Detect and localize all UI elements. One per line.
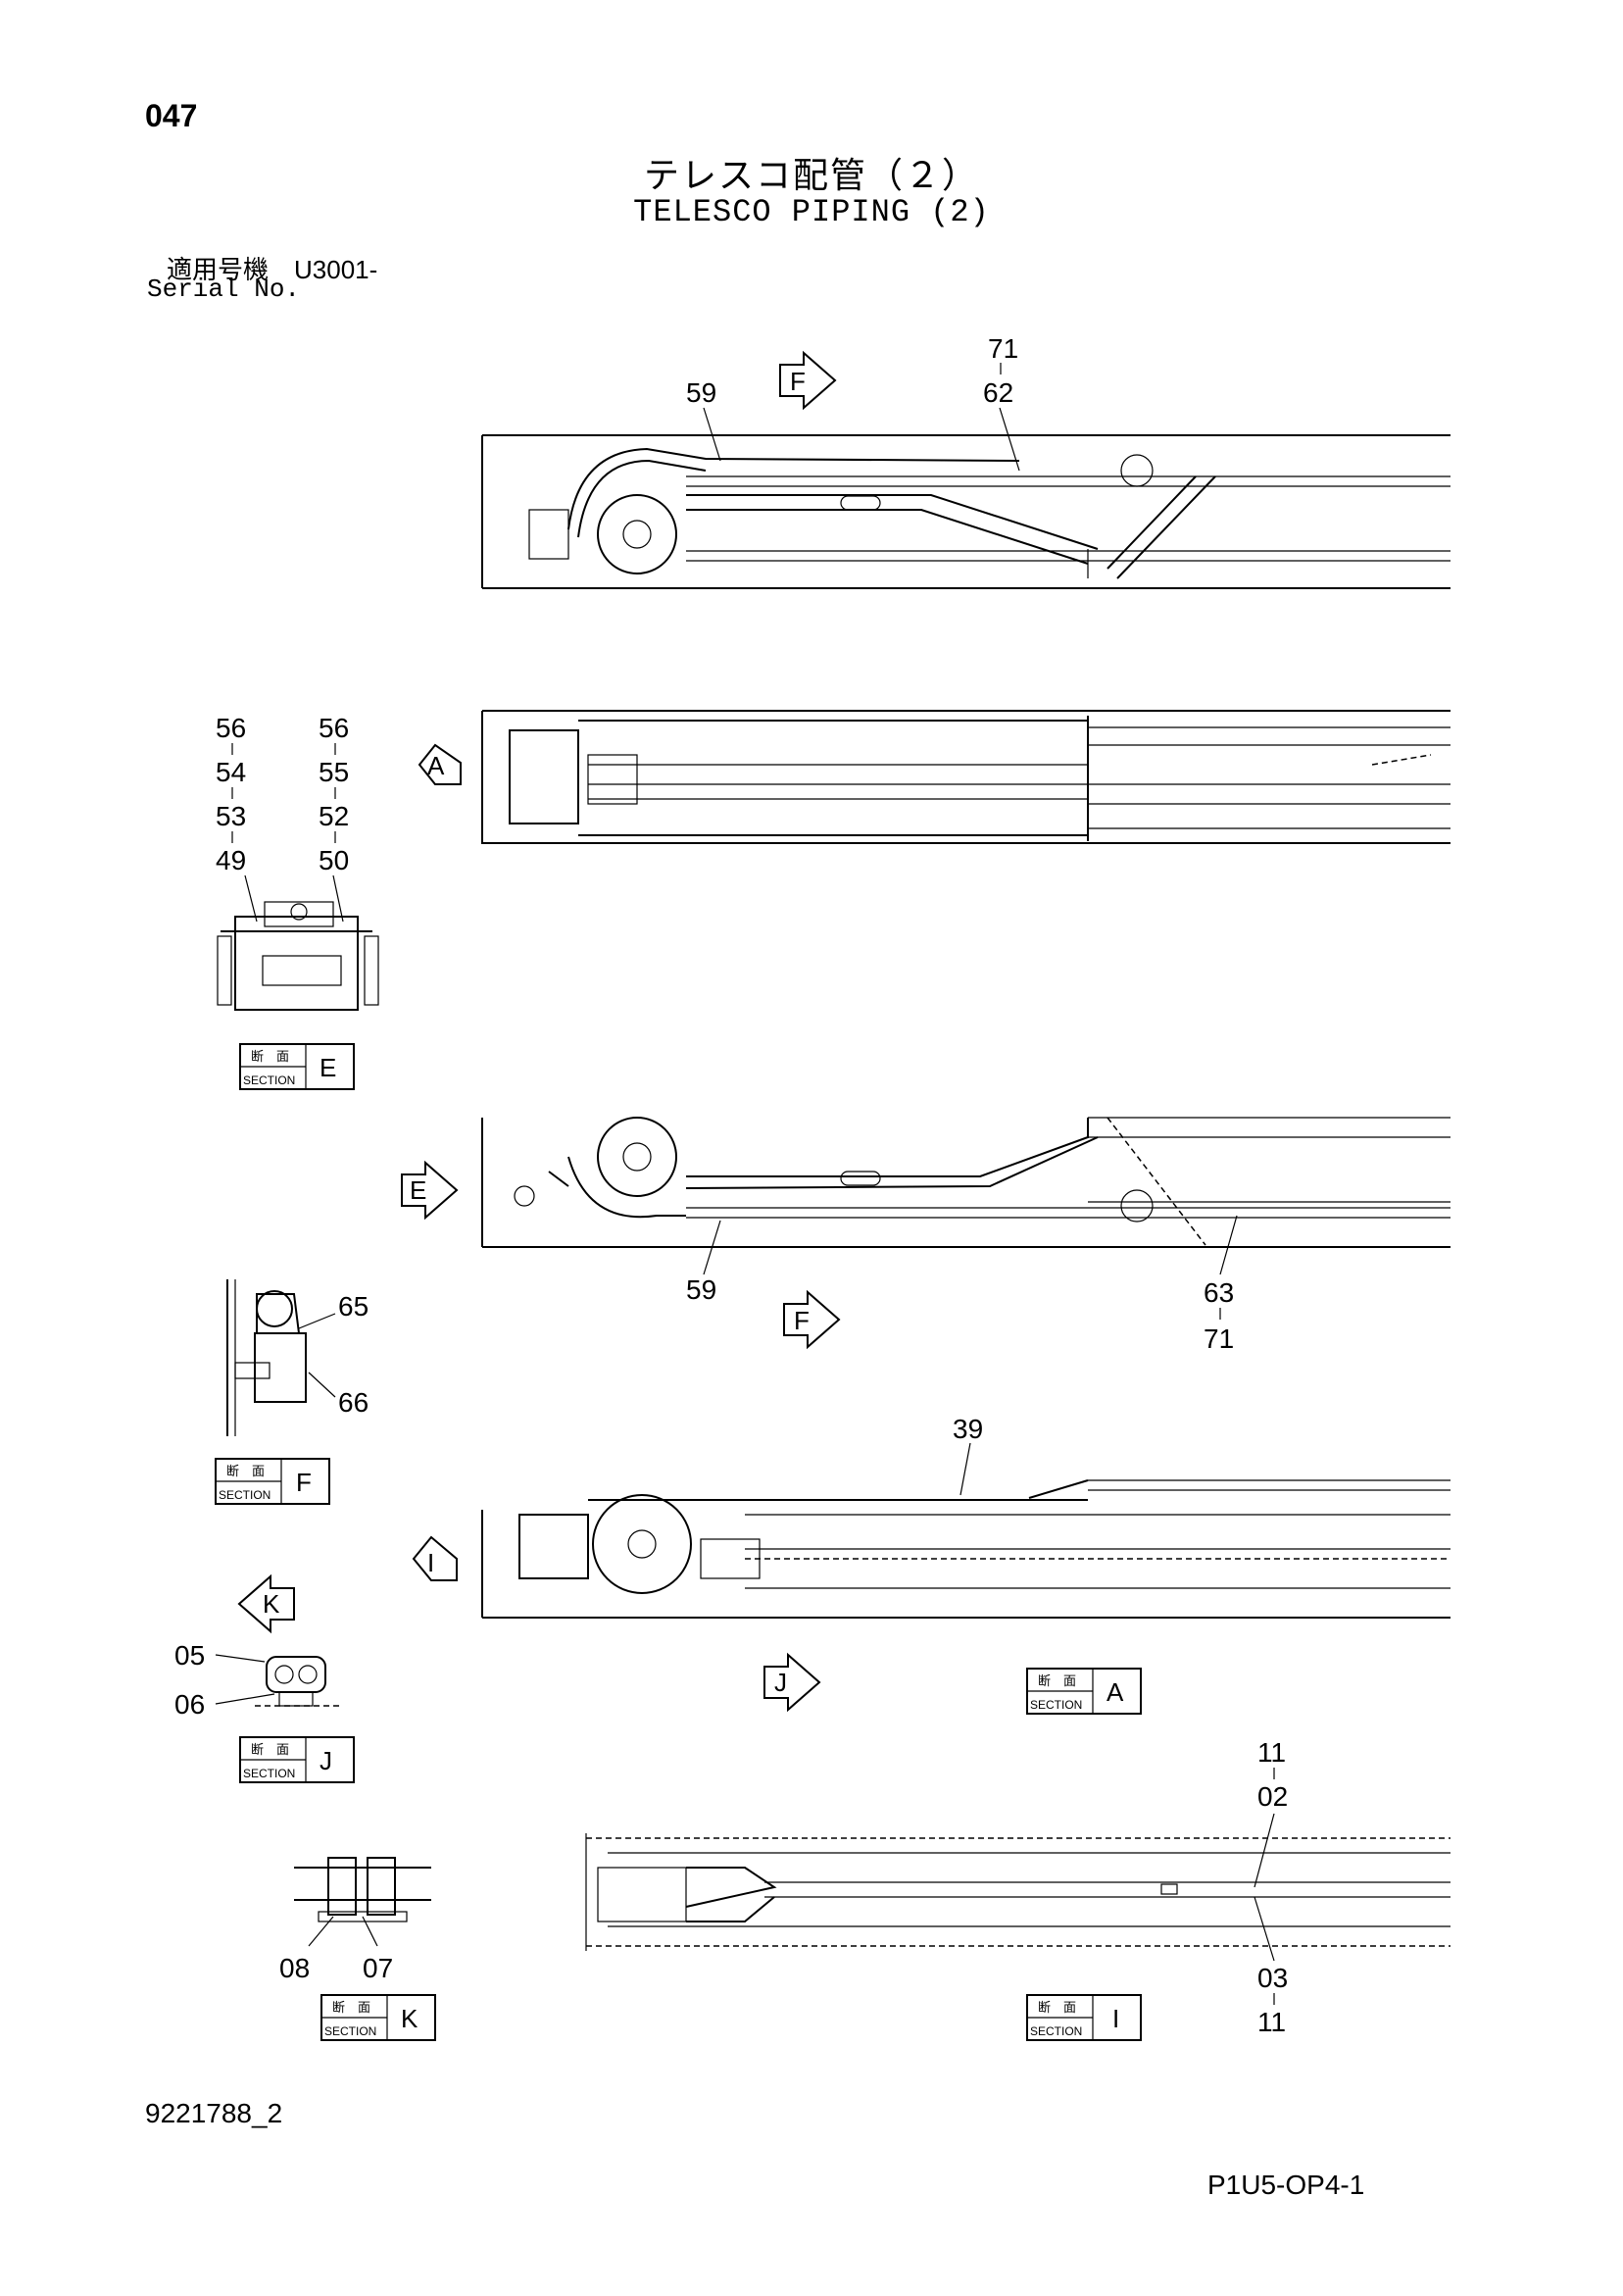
label-56-left: 56 [216, 713, 246, 743]
label-59-mid: 59 [686, 1274, 716, 1305]
label-49: 49 [216, 845, 246, 875]
svg-text:SECTION: SECTION [219, 1488, 270, 1502]
label-53: 53 [216, 801, 246, 831]
svg-text:F: F [296, 1468, 312, 1497]
label-63: 63 [1204, 1277, 1234, 1308]
svg-text:断 面: 断 面 [1038, 2001, 1076, 2016]
svg-text:SECTION: SECTION [1030, 2024, 1082, 2038]
section-label-e: 断 面 SECTION E [239, 1043, 355, 1090]
page-title-japanese: テレスコ配管（２） [643, 155, 979, 195]
view-arrow-k-left: K [237, 1573, 295, 1634]
serial-label-english: Serial No. [147, 275, 301, 304]
label-08: 08 [279, 1953, 310, 1983]
label-62: 62 [983, 377, 1013, 408]
label-39: 39 [953, 1414, 983, 1444]
section-label-i: 断 面 SECTION I [1026, 1994, 1142, 2041]
label-65: 65 [338, 1291, 369, 1322]
label-11-bottom: 11 [1257, 2007, 1286, 2037]
page-number: 047 [145, 98, 198, 133]
view-arrow-f-top: F [779, 350, 837, 411]
svg-text:J: J [320, 1746, 332, 1775]
svg-text:A: A [427, 751, 445, 780]
label-52: 52 [319, 801, 349, 831]
svg-text:断 面: 断 面 [251, 1743, 289, 1758]
sheet-code: P1U5-OP4-1 [1207, 2170, 1365, 2200]
svg-text:K: K [263, 1589, 280, 1619]
svg-text:SECTION: SECTION [243, 1767, 295, 1780]
svg-text:F: F [790, 367, 806, 396]
view-3-boom-side [481, 1117, 1451, 1248]
svg-text:I: I [427, 1548, 434, 1577]
label-59-top: 59 [686, 377, 716, 408]
label-66: 66 [338, 1387, 369, 1418]
svg-text:SECTION: SECTION [324, 2024, 376, 2038]
label-03: 03 [1257, 1963, 1288, 1993]
svg-text:E: E [410, 1175, 426, 1205]
section-f-detail [226, 1279, 307, 1436]
view-arrow-a-left: A [418, 743, 462, 785]
view-2-boom-plan [481, 710, 1451, 844]
section-i-view [585, 1833, 1451, 1951]
page-title-english: TELESCO PIPING (2) [633, 194, 990, 230]
section-label-k: 断 面 SECTION K [320, 1994, 436, 2041]
section-label-f: 断 面 SECTION F [215, 1458, 330, 1505]
section-e-detail [217, 901, 379, 1011]
svg-text:A: A [1107, 1677, 1124, 1707]
svg-text:SECTION: SECTION [1030, 1698, 1082, 1712]
document-code: 9221788_2 [145, 2098, 283, 2128]
label-55: 55 [319, 757, 349, 787]
label-71-mid: 71 [1204, 1323, 1234, 1354]
label-56-right: 56 [319, 713, 349, 743]
label-02: 02 [1257, 1781, 1288, 1812]
view-arrow-j-bottom: J [763, 1652, 821, 1713]
label-07: 07 [363, 1953, 393, 1983]
section-k-detail [294, 1857, 431, 1922]
section-label-a: 断 面 SECTION A [1026, 1668, 1142, 1715]
label-50: 50 [319, 845, 349, 875]
view-arrow-f-mid: F [783, 1289, 841, 1350]
label-05: 05 [174, 1640, 205, 1671]
svg-text:F: F [794, 1306, 810, 1335]
svg-text:K: K [401, 2004, 418, 2033]
label-06: 06 [174, 1689, 205, 1720]
svg-text:断 面: 断 面 [251, 1050, 289, 1065]
section-j-detail [255, 1656, 341, 1707]
view-arrow-i-left: I [412, 1535, 458, 1581]
serial-label-japanese: 適用号機 U3001- [167, 255, 378, 284]
section-label-j: 断 面 SECTION J [239, 1736, 355, 1783]
svg-text:J: J [774, 1668, 787, 1697]
svg-text:断 面: 断 面 [1038, 1674, 1076, 1689]
view-1-boom-side [481, 434, 1451, 589]
label-54: 54 [216, 757, 246, 787]
label-71-top: 71 [988, 333, 1018, 364]
svg-text:断 面: 断 面 [226, 1465, 265, 1479]
view-4-boom-side [481, 1479, 1451, 1619]
svg-text:断 面: 断 面 [332, 2001, 370, 2016]
svg-text:SECTION: SECTION [243, 1073, 295, 1087]
view-arrow-e-left: E [401, 1160, 459, 1221]
svg-text:I: I [1112, 2004, 1119, 2033]
label-11-top: 11 [1257, 1737, 1286, 1768]
svg-text:E: E [320, 1053, 336, 1082]
